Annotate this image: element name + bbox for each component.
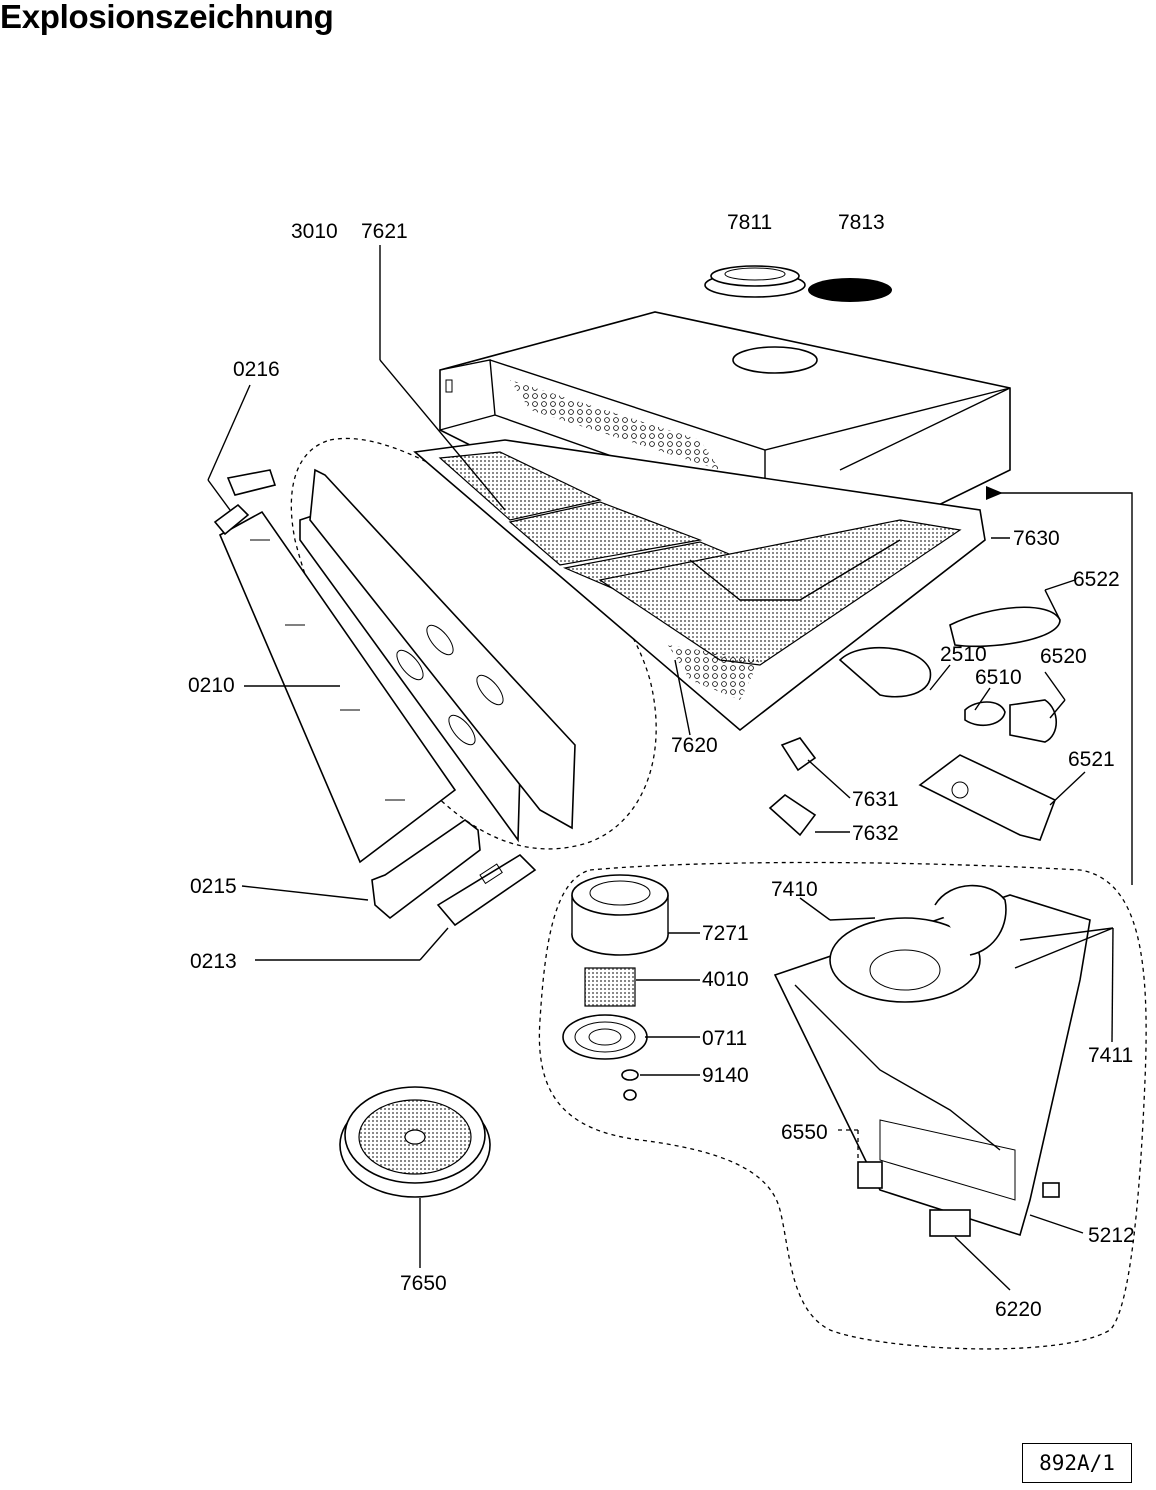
page-title: Explosionszeichnung (0, 0, 334, 35)
part-label: 6521 (1068, 748, 1115, 771)
part-label: 7271 (702, 922, 749, 945)
motor-part (571, 874, 669, 956)
part-label: 7632 (852, 822, 899, 845)
part-label: 6510 (975, 666, 1022, 689)
part-label: 7650 (400, 1272, 447, 1295)
duct-ring-part (704, 265, 806, 298)
lamp-part (964, 699, 1058, 743)
part-label: 6550 (781, 1121, 828, 1144)
switch-6550-part (857, 1161, 883, 1189)
nut-part (623, 1089, 637, 1101)
drawing-reference-code: 892A/1 (1022, 1443, 1132, 1483)
part-label: 7813 (838, 211, 885, 234)
motor-group-outline (538, 861, 1147, 1350)
light-cover-part (838, 646, 932, 698)
capacitor-part (584, 967, 636, 1007)
glass-panel-part (218, 510, 457, 864)
part-label: 6522 (1073, 568, 1120, 591)
lamp-holder-part (949, 606, 1061, 648)
clip-7632-part (768, 793, 817, 837)
part-label: 7811 (727, 211, 772, 234)
fan-housing-part (773, 884, 1091, 1237)
assembly-arrow (986, 486, 1133, 885)
part-label: 4010 (702, 968, 749, 991)
part-label: 7621 (361, 220, 408, 243)
connector-5212-part (1042, 1182, 1060, 1198)
lamp-plate-part (918, 754, 1057, 841)
grease-filter-frame (413, 439, 986, 732)
front-trim-part (299, 468, 576, 843)
part-label: 0210 (188, 674, 235, 697)
part-label: 7620 (671, 734, 718, 757)
part-label: 7410 (771, 878, 818, 901)
fan-wheel-part (562, 1014, 648, 1060)
switch-6220-part (929, 1209, 971, 1237)
part-label: 9140 (702, 1064, 749, 1087)
carbon-filter-part (339, 1086, 491, 1198)
leader-lines (207, 245, 1114, 1291)
part-label: 6520 (1040, 645, 1087, 668)
part-label: 3010 (291, 220, 338, 243)
bracket-0216-part (213, 469, 277, 536)
part-label: 0711 (702, 1027, 747, 1050)
switch-0213-part (436, 853, 537, 927)
part-label: 0216 (233, 358, 280, 381)
part-labels: 3010 7621 7811 7813 0216 7630 6522 2510 … (188, 211, 1135, 1321)
part-label: 0213 (190, 950, 237, 973)
part-label: 7631 (852, 788, 899, 811)
part-label: 7411 (1088, 1044, 1133, 1067)
clip-7631-part (780, 737, 817, 772)
part-label: 5212 (1088, 1224, 1135, 1247)
nut-part (621, 1069, 639, 1081)
cover-disc-part (808, 278, 892, 302)
part-label: 0215 (190, 875, 237, 898)
part-label: 6220 (995, 1298, 1042, 1321)
part-label: 2510 (940, 643, 987, 666)
bracket-0215-part (371, 819, 481, 920)
part-label: 7630 (1013, 527, 1060, 550)
